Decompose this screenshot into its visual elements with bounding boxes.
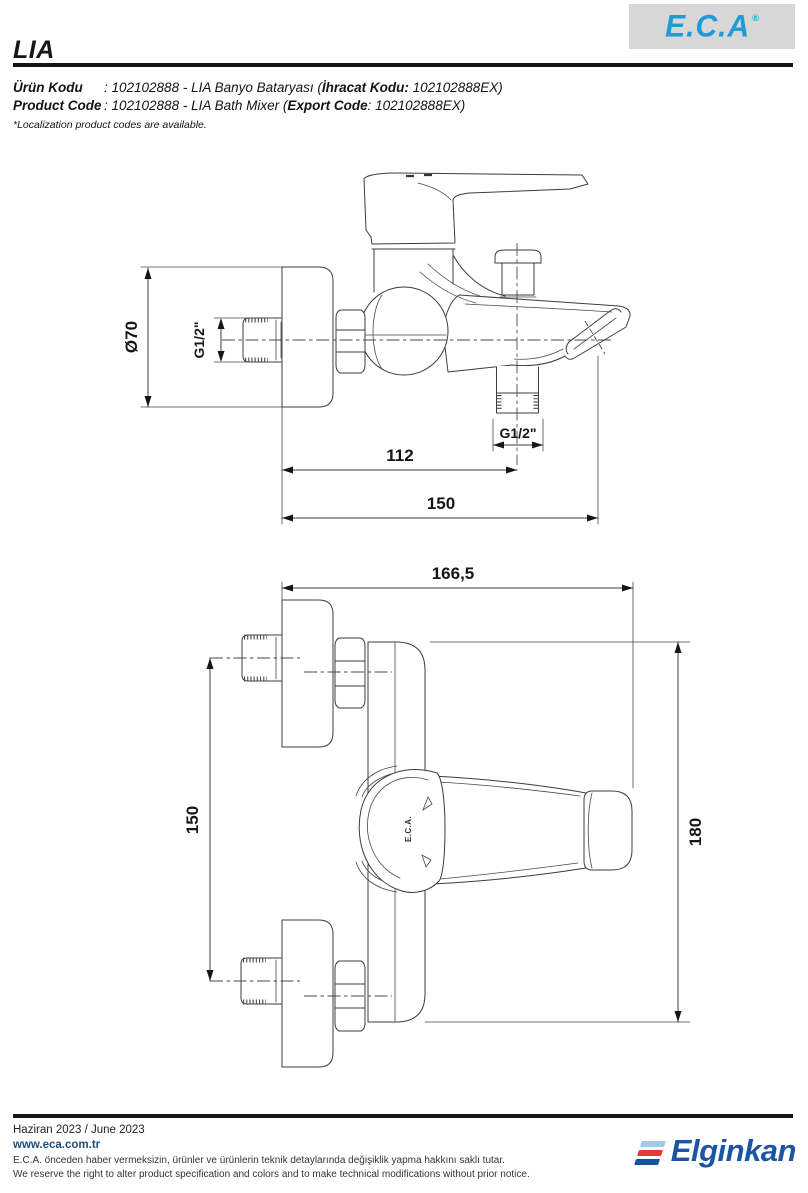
date-text: Haziran 2023 / June 2023	[13, 1124, 145, 1136]
dim-label-diameter: Ø70	[122, 321, 141, 353]
spout	[442, 294, 631, 373]
elginkan-bar-lightblue	[639, 1141, 666, 1147]
hex-nut-bottom	[334, 960, 366, 1032]
body-neck	[371, 248, 506, 304]
dim-label-wall-thread: G1/2"	[191, 322, 207, 359]
website-link: www.eca.com.tr	[13, 1139, 101, 1151]
dim-spout-projection: 112	[281, 406, 518, 525]
dim-label-total-depth: 150	[427, 494, 455, 513]
export-code-value-en: : 102102888EX)	[367, 98, 466, 113]
dim-label-connection-spacing: 150	[183, 806, 202, 834]
eca-logo-text: E.C.A	[665, 8, 751, 44]
cartridge-dome	[358, 769, 446, 893]
export-code-value-tr: 102102888EX)	[408, 80, 503, 95]
elginkan-logo: Elginkan	[633, 1133, 797, 1169]
elginkan-bar-darkblue	[633, 1159, 660, 1165]
lever-arm	[431, 775, 587, 885]
product-code-value-tr: : 102102888 - LIA Banyo Bataryası (	[104, 80, 322, 95]
page-title: LIA	[13, 36, 55, 64]
hex-nut	[335, 309, 366, 374]
cold-indicator-icon	[421, 854, 432, 868]
disclaimer-en: We reserve the right to alter product sp…	[13, 1169, 530, 1180]
elginkan-logo-text: Elginkan	[670, 1133, 797, 1168]
dim-label-spout-projection: 112	[386, 446, 413, 465]
dim-wall-thread: G1/2"	[191, 317, 248, 363]
eca-logo: E.C.A ®	[629, 4, 795, 49]
dim-label-total-width: 166,5	[432, 564, 475, 583]
side-view-drawing: Ø70 G1/2" G1/2"	[122, 172, 631, 525]
product-code-line-en: Product Code: 102102888 - LIA Bath Mixer…	[13, 97, 503, 115]
elginkan-bars-icon	[633, 1141, 666, 1165]
product-code-label-tr: Ürün Kodu	[13, 80, 83, 95]
export-code-label-en: Export Code	[287, 98, 368, 113]
body-brand-label: E.C.A.	[404, 816, 413, 842]
wall-plate-top	[281, 599, 334, 748]
product-code-line-tr: Ürün Kodu : 102102888 - LIA Banyo Batarya…	[13, 79, 503, 97]
header-divider	[13, 63, 793, 67]
diverter-knob	[494, 249, 542, 298]
dim-total-depth: 150	[281, 320, 606, 525]
shower-outlet	[496, 366, 539, 414]
disclaimer-tr: E.C.A. önceden haber vermeksizin, ürünle…	[13, 1155, 505, 1166]
wall-plate-bottom	[281, 919, 334, 1068]
dim-label-total-height: 180	[686, 818, 705, 846]
front-centerlines	[210, 657, 392, 997]
dim-total-width: 166,5	[281, 564, 634, 789]
product-code-value-en: : 102102888 - LIA Bath Mixer (	[104, 98, 288, 113]
dim-total-height: 180	[424, 641, 705, 1023]
front-view-drawing: E.C.A. 166,5 150	[183, 564, 705, 1068]
product-info: Ürün Kodu : 102102888 - LIA Banyo Batarya…	[13, 79, 503, 132]
product-code-label-en: Product Code	[13, 98, 102, 113]
dim-label-outlet-thread: G1/2"	[500, 425, 537, 441]
localization-footnote: *Localization product codes are availabl…	[13, 119, 207, 131]
ball-joint	[359, 286, 449, 376]
wall-plate	[281, 266, 334, 408]
hex-nut-top	[334, 637, 366, 709]
dim-plate-diameter: Ø70	[122, 266, 283, 408]
footer-divider	[13, 1114, 793, 1118]
handle-front: E.C.A.	[358, 769, 633, 893]
dim-connection-spacing: 150	[183, 657, 214, 982]
registered-mark: ®	[752, 12, 759, 23]
hot-indicator-icon	[422, 796, 433, 812]
elginkan-bar-red	[636, 1150, 663, 1156]
export-code-label-tr: İhracat Kodu:	[321, 80, 409, 95]
dim-outlet-thread: G1/2"	[492, 418, 544, 452]
lever-handle	[363, 172, 589, 245]
lever-knob	[583, 790, 633, 871]
